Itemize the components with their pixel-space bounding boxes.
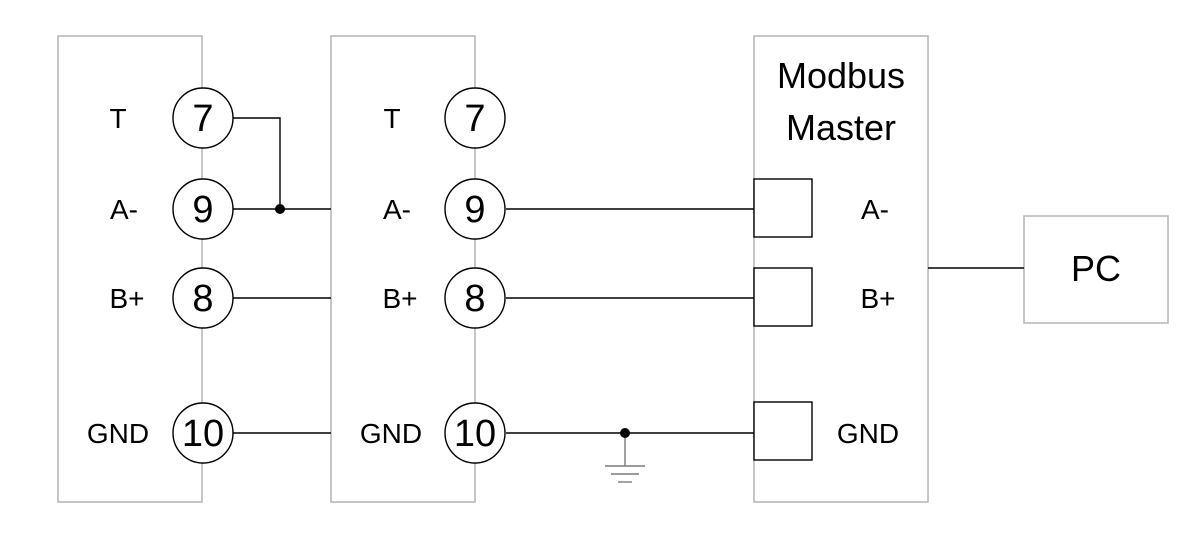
master-port-connector	[753, 178, 813, 238]
device-1-terminal-circle	[172, 402, 234, 464]
wires	[233, 117, 1024, 466]
master-port-connector	[753, 401, 813, 461]
device-2-terminal-label: GND	[360, 418, 422, 449]
device-2-terminal-circle	[444, 178, 506, 240]
junction-dot-a	[275, 204, 285, 214]
pc-label: PC	[1071, 248, 1121, 289]
device-1-terminal-circle	[172, 267, 234, 329]
device-1-terminal-circle	[172, 87, 234, 149]
device-2-terminal-number: 7	[464, 98, 485, 140]
master-port-connector	[753, 267, 813, 327]
device-2-terminal-number: 9	[464, 189, 485, 231]
device-1-terminal-label: B+	[109, 283, 144, 314]
device-1-terminal-number: 8	[192, 278, 213, 320]
master-port-label: A-	[861, 194, 889, 225]
master-title-line-2: Master	[786, 107, 896, 148]
device-2-terminal-circle	[444, 402, 506, 464]
device-2-terminal-label: A-	[383, 194, 411, 225]
device-1-terminal-circle	[172, 178, 234, 240]
wire-t-jumper	[233, 117, 281, 209]
master-port-label: B+	[860, 283, 895, 314]
device-2-terminal-circle	[444, 87, 506, 149]
pc-box	[1023, 215, 1169, 324]
ground-icon	[605, 465, 645, 483]
device-2-terminal-number: 8	[464, 278, 485, 320]
master-title-line-1: Modbus	[777, 55, 905, 96]
device-2-terminal-number: 10	[454, 413, 496, 455]
modbus-master: Modbus Master A- B+ GND	[753, 55, 905, 461]
device-2-terminal-circle	[444, 267, 506, 329]
master-port-label: GND	[837, 418, 899, 449]
junction-dot-gnd	[620, 428, 630, 438]
device-2-terminal-label: B+	[382, 283, 417, 314]
device-2-terminal-label: T	[383, 103, 400, 134]
device-1-terminal-number: 10	[182, 413, 224, 455]
device-1-terminal-number: 9	[192, 189, 213, 231]
device-1-terminal-label: T	[109, 103, 126, 134]
device-2-terminals: T 7 A- 9 B+ 8 GND 10	[360, 87, 506, 464]
device-1-terminal-number: 7	[192, 98, 213, 140]
device-1-terminal-label: A-	[110, 194, 138, 225]
device-1-terminal-label: GND	[87, 418, 149, 449]
device-1-terminals: T 7 A- 9 B+ 8 GND 10	[87, 87, 234, 464]
